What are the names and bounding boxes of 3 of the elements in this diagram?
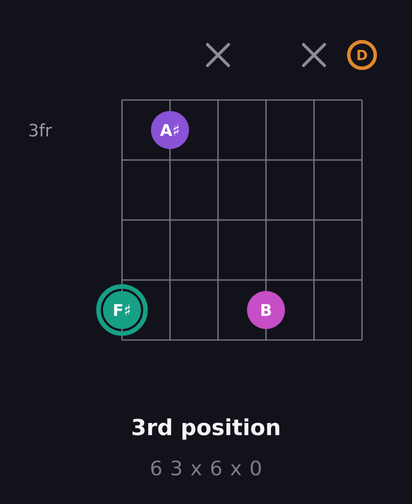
fret-number: 3fr [29, 123, 52, 137]
fingering-text: 6 3 x 6 x 0 [151, 460, 261, 476]
title: 3rd position [132, 418, 280, 440]
